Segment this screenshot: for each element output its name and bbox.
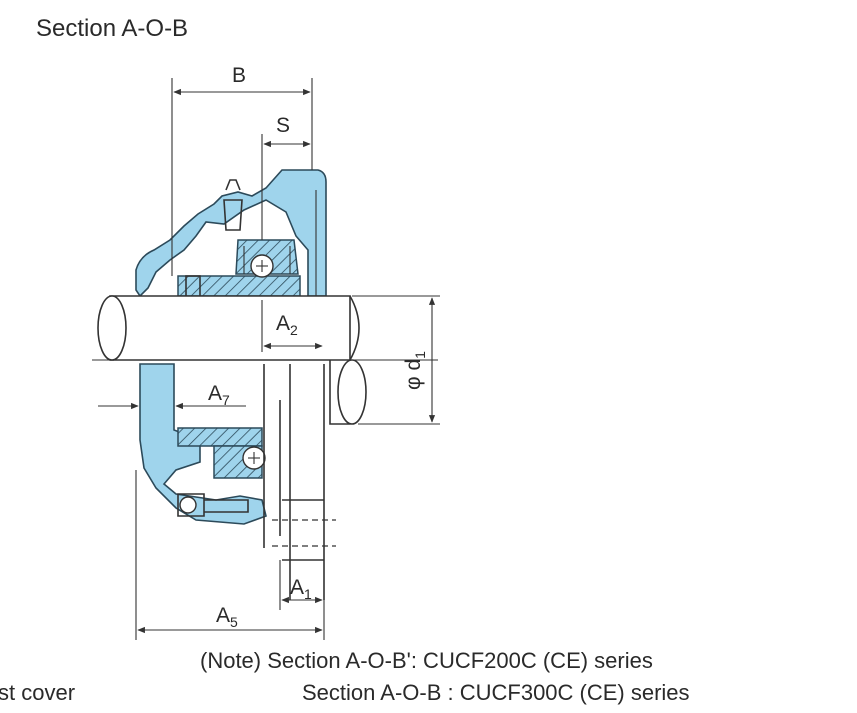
dim-d1-label: φ d1 xyxy=(402,351,428,390)
dim-A1-label: A1 xyxy=(290,576,312,602)
dim-A7: A7 xyxy=(98,382,246,410)
grease-nipple-icon xyxy=(223,179,243,231)
dim-B-label: B xyxy=(232,64,246,87)
upper-inner-ring xyxy=(177,275,301,297)
dim-B: B xyxy=(171,64,313,276)
dim-S: S xyxy=(261,114,311,240)
dim-A1: A1 xyxy=(279,560,323,610)
dim-A5: A5 xyxy=(135,470,325,640)
lower-inner-ring xyxy=(177,427,263,447)
dim-A7-label: A7 xyxy=(208,382,230,408)
section-title: Section A-O-B xyxy=(36,15,188,42)
dim-d1: φ d1 xyxy=(352,295,440,425)
note-line-1: (Note) Section A-O-B': CUCF200C (CE) ser… xyxy=(200,648,653,673)
lower-section xyxy=(139,363,336,600)
dim-A2-label: A2 xyxy=(276,312,298,338)
mounting-bolt xyxy=(177,493,249,517)
note-line-2: Section A-O-B : CUCF300C (CE) series xyxy=(302,680,690,705)
dim-S-label: S xyxy=(276,114,290,137)
dim-A2: A2 xyxy=(261,300,323,352)
cut-off-text: st cover xyxy=(0,680,75,705)
shaft-body xyxy=(109,295,351,361)
shaft-left-end xyxy=(97,295,127,361)
dim-A5-label: A5 xyxy=(216,604,238,630)
upper-section xyxy=(135,169,327,299)
lower-flange-body xyxy=(263,364,325,600)
